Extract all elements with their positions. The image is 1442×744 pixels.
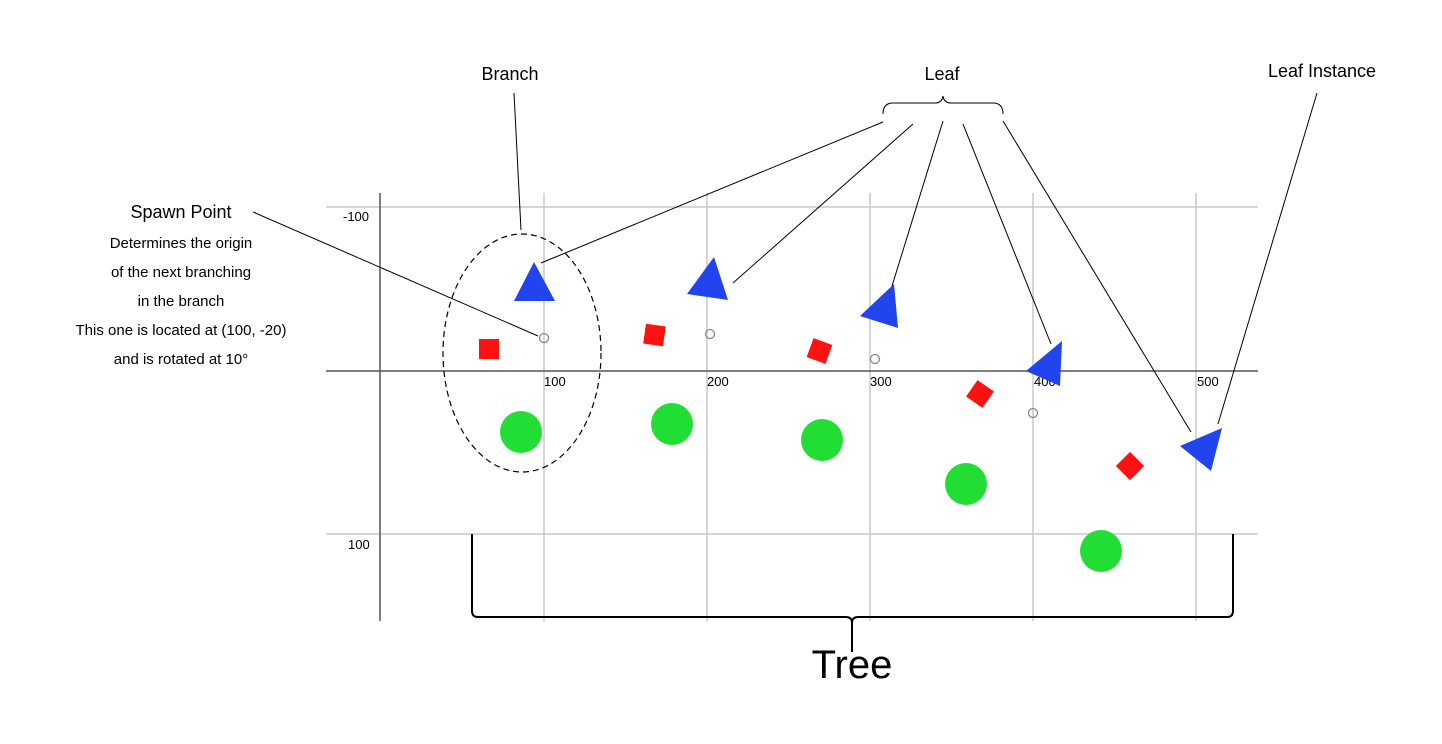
x-tick-200: 200 [707, 374, 729, 389]
leaf-leader [1002, 120, 1192, 433]
y-tick-100: 100 [348, 537, 370, 552]
spawn-desc-line: and is rotated at 10° [114, 351, 248, 368]
leaf-triangle [687, 257, 728, 300]
green-circle [500, 411, 542, 453]
branch-label: Branch [481, 64, 538, 84]
tree-label: Tree [812, 643, 893, 687]
x-tick-300: 300 [870, 374, 892, 389]
leaves [514, 257, 1222, 471]
red-square [806, 338, 833, 364]
leaf-instance-triangle [1180, 428, 1222, 471]
leaf-triangle [860, 284, 898, 328]
spawn-desc-line: This one is located at (100, -20) [76, 322, 287, 339]
leaf-leader [540, 121, 884, 264]
green-circle [651, 403, 693, 445]
red-square [479, 339, 499, 359]
spawn-point-leader [252, 211, 539, 337]
branch-outline [442, 233, 602, 473]
leaf-triangle [1026, 341, 1062, 386]
leaf-triangle [514, 262, 555, 301]
red-square [1115, 451, 1145, 481]
tree-bracket [471, 534, 1234, 652]
leaf-instance-label: Leaf Instance [1268, 61, 1376, 81]
green-circle [801, 419, 843, 461]
leader-lines [252, 92, 1318, 652]
y-tick-neg100: -100 [343, 209, 369, 224]
spawn-points [538, 328, 1039, 419]
leaf-leader [732, 123, 914, 284]
x-tick-100: 100 [544, 374, 566, 389]
spawn-point-label: Spawn Point [130, 202, 231, 222]
leaf-leader [891, 120, 944, 287]
spawn-point [869, 353, 881, 365]
spawn-point [538, 332, 550, 344]
spawn-point [1027, 407, 1039, 419]
spawn-desc-line: Determines the origin [110, 235, 253, 252]
red-square [643, 323, 666, 347]
spawn-desc-line: of the next branching [111, 264, 251, 281]
spawn-point-description: Determines the origin of the next branch… [76, 235, 287, 368]
red-square [966, 380, 994, 408]
leaf-brace [882, 95, 1004, 115]
green-circle [945, 463, 987, 505]
red-squares [479, 323, 1145, 481]
spawn-point [704, 328, 716, 340]
x-tick-500: 500 [1197, 374, 1219, 389]
leaf-leader [962, 123, 1052, 345]
leaf-label: Leaf [924, 64, 960, 84]
spawn-desc-line: in the branch [138, 293, 225, 310]
leaf-instance-leader [1217, 92, 1318, 425]
green-circles [500, 403, 1122, 572]
branch-leader [513, 92, 522, 231]
green-circle [1080, 530, 1122, 572]
